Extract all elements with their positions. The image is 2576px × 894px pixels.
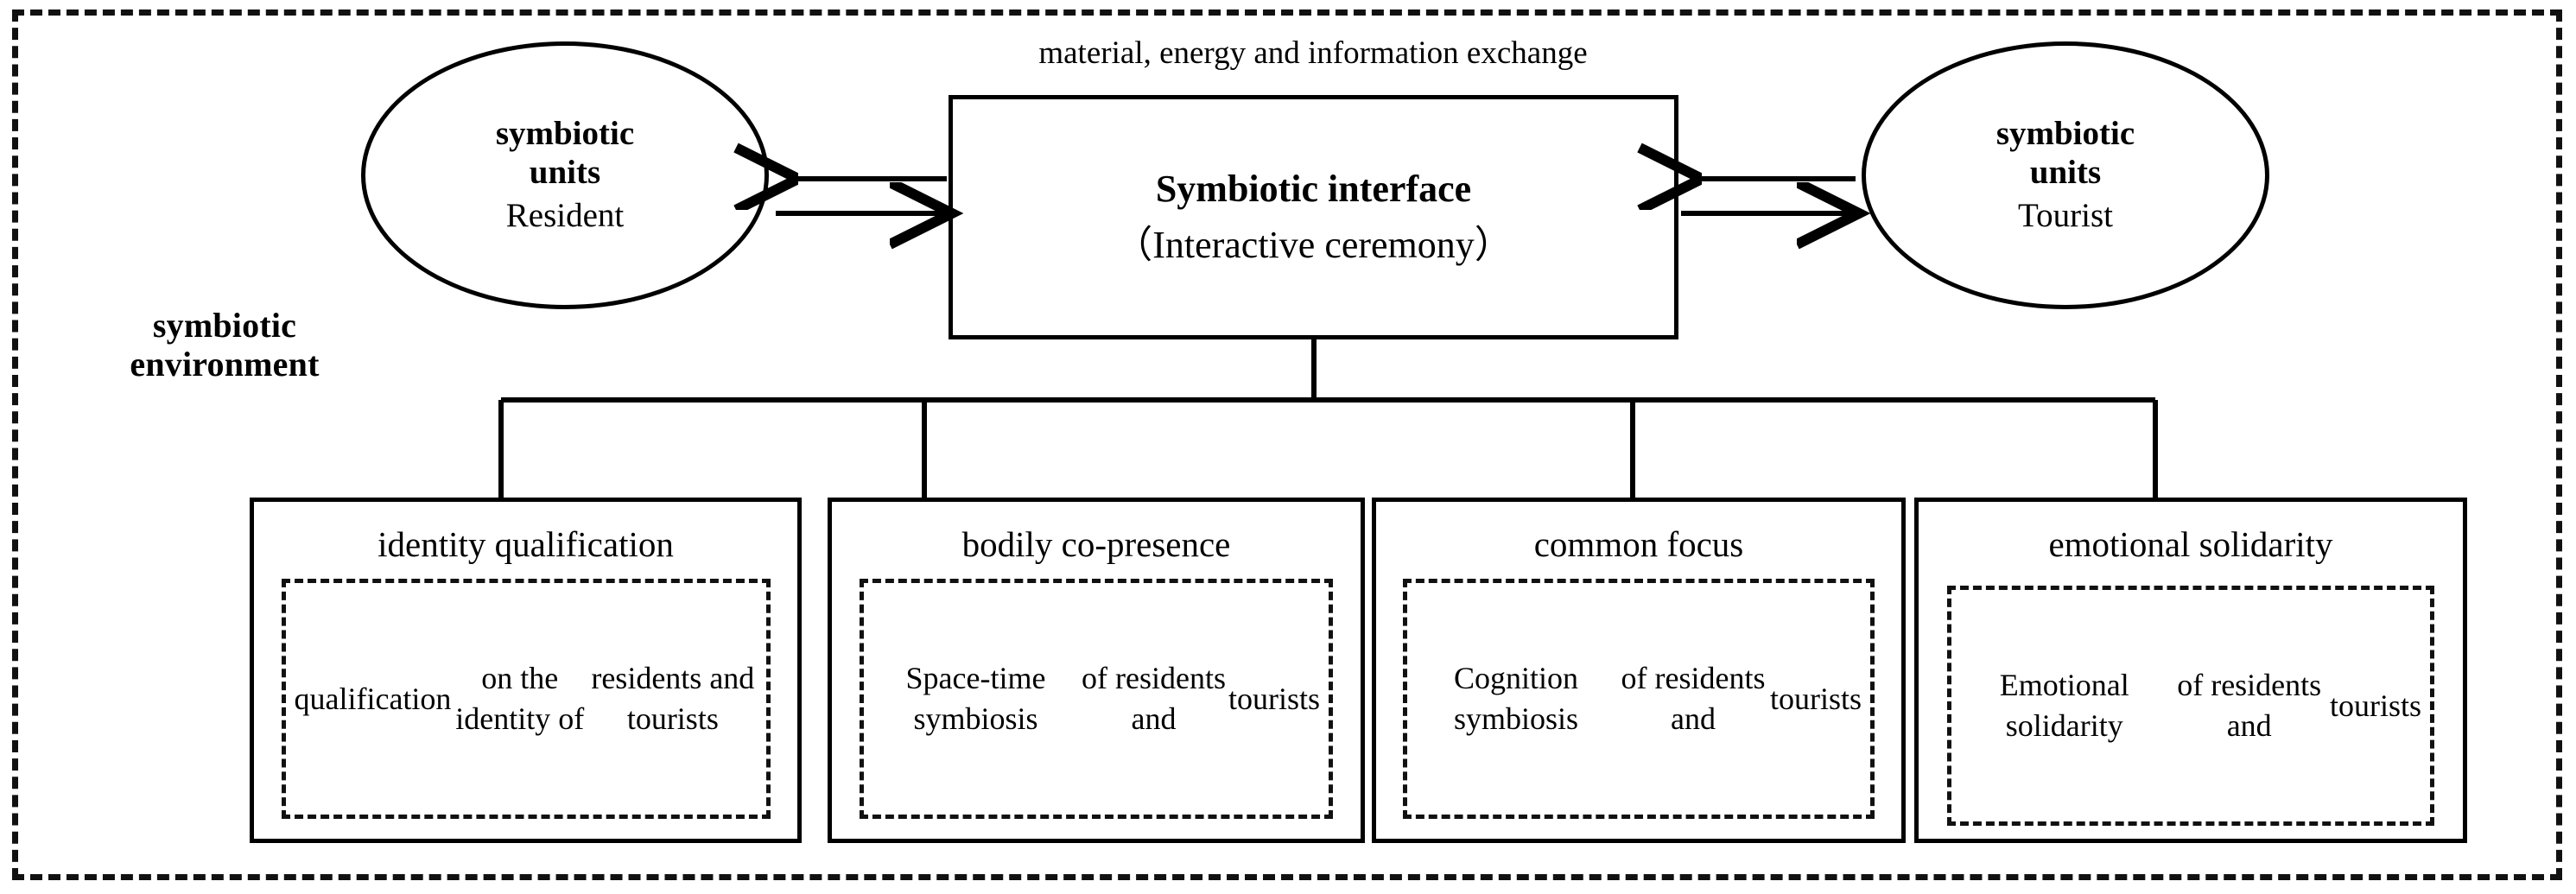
- resident-strong-line2: units: [529, 154, 601, 192]
- symbiotic-unit-resident: symbiotic units Resident: [361, 41, 769, 309]
- dimension-title: identity qualification: [378, 524, 674, 564]
- tourist-plain-label: Tourist: [2018, 197, 2113, 235]
- symbiotic-interface-box: Symbiotic interface （Interactive ceremon…: [949, 95, 1678, 339]
- dimension-box-emotional-solidarity: emotional solidarity Emotional solidarit…: [1914, 498, 2467, 843]
- tourist-strong-line1: symbiotic: [1995, 114, 2135, 152]
- dimension-title: common focus: [1533, 524, 1744, 564]
- resident-strong-line1: symbiotic: [495, 114, 635, 152]
- dimension-title: emotional solidarity: [2048, 524, 2333, 564]
- tourist-strong-line2: units: [2029, 154, 2102, 192]
- symbiotic-environment-label-line2: environment: [130, 344, 320, 384]
- symbiotic-interface-title: Symbiotic interface: [1155, 167, 1472, 210]
- symbiotic-environment-label: symbiotic environment: [52, 306, 397, 384]
- symbiotic-environment-label-line1: symbiotic: [152, 306, 297, 345]
- resident-plain-label: Resident: [505, 197, 625, 235]
- symbiotic-unit-tourist: symbiotic units Tourist: [1862, 41, 2269, 309]
- symbiotic-environment-frame: [12, 10, 2562, 880]
- exchange-caption: material, energy and information exchang…: [1038, 35, 1588, 71]
- dimension-title: bodily co-presence: [961, 524, 1231, 564]
- symbiotic-interface-subtitle: （Interactive ceremony）: [1114, 223, 1513, 266]
